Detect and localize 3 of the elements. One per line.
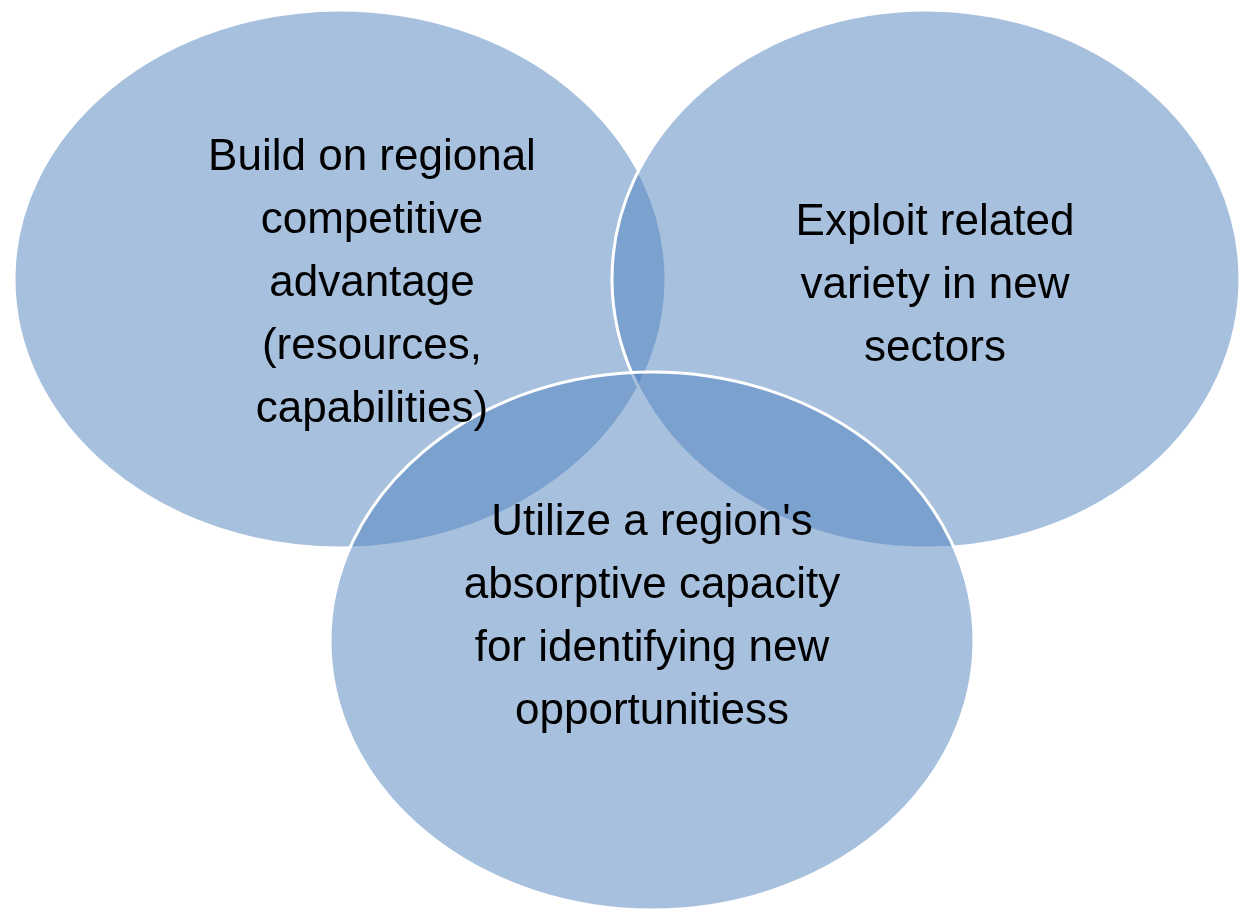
ellipse-text: Utilize a region's absorptive capacity for identifying new opportunitiess bbox=[462, 494, 842, 735]
ellipse-text: Build on regional competitive advantage (resources, capabilities) bbox=[207, 129, 537, 433]
ellipse-text: Exploit related variety in new sectors bbox=[794, 194, 1076, 372]
